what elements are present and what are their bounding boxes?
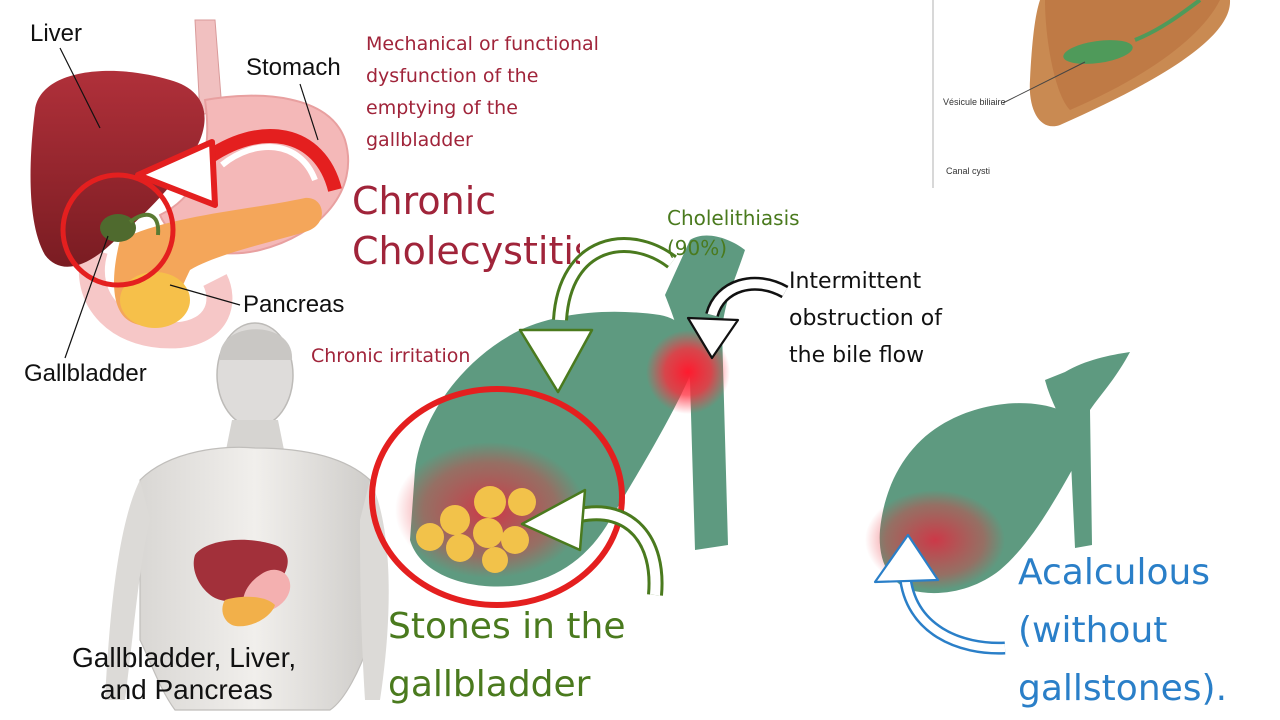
mechanical-line1: Mechanical or functional bbox=[366, 33, 599, 55]
inset-label-canal: Canal cystique bbox=[946, 166, 990, 176]
liver-shape bbox=[30, 70, 205, 267]
acalculous-gallbladder bbox=[865, 352, 1130, 594]
gallstone bbox=[416, 523, 444, 551]
stones-line2: gallbladder bbox=[388, 664, 591, 705]
cholelithiasis-line1: Cholelithiasis bbox=[667, 206, 800, 230]
gallstone bbox=[440, 505, 470, 535]
acalculous-line2: (without bbox=[1018, 610, 1168, 651]
chronic-title-line1: Chronic bbox=[352, 179, 497, 223]
blue-arrow bbox=[873, 533, 1006, 655]
chronic-irritation-label: Chronic irritation bbox=[311, 345, 471, 367]
liver-label: Liver bbox=[30, 20, 83, 47]
gallstone bbox=[482, 547, 508, 573]
chronic-cholecystitis-title: Chronic Cholecystitis bbox=[352, 176, 580, 276]
gallstone bbox=[473, 518, 503, 548]
cholelithiasis-label: Cholelithiasis (90%) bbox=[667, 203, 800, 263]
gallbladder-highlight-circle bbox=[60, 172, 176, 288]
acalculous-line3: gallstones). bbox=[1018, 668, 1228, 709]
red-curved-arrow bbox=[200, 129, 342, 192]
gallstone bbox=[474, 486, 506, 518]
stones-label: Stones in the gallbladder bbox=[388, 598, 626, 714]
gallstone bbox=[446, 534, 474, 562]
green-arrows bbox=[518, 237, 677, 596]
stones-highlight-circle bbox=[369, 386, 625, 608]
pancreas-label: Pancreas bbox=[243, 291, 345, 318]
obstruction-arrow bbox=[686, 276, 789, 360]
acalculous-label: Acalculous (without gallstones). bbox=[1018, 544, 1227, 718]
gallbladder-shape bbox=[100, 214, 136, 242]
mechanical-line2: dysfunction of the bbox=[366, 65, 539, 87]
acalculous-line1: Acalculous bbox=[1018, 552, 1211, 593]
figure-caption-line2: and Pancreas bbox=[100, 674, 273, 705]
gallbladder-label: Gallbladder bbox=[24, 360, 147, 387]
anatomy-illustration bbox=[30, 19, 350, 359]
anatomy-inset bbox=[932, 0, 1231, 188]
chronic-title-line2: Cholecystitis bbox=[352, 229, 580, 273]
obstruction-line3: the bile flow bbox=[789, 343, 925, 368]
gallstone bbox=[501, 526, 529, 554]
cholelithiasis-line2: (90%) bbox=[667, 236, 728, 260]
inset-label-vesicule: Vésicule biliaire bbox=[943, 97, 1006, 107]
mechanical-line3: emptying of the bbox=[366, 97, 518, 119]
obstruction-line1: Intermittent bbox=[789, 269, 922, 294]
gallstones bbox=[416, 486, 536, 573]
mechanical-line4: gallbladder bbox=[366, 129, 473, 151]
gallstone bbox=[508, 488, 536, 516]
obstruction-line2: obstruction of bbox=[789, 306, 942, 331]
body-figure bbox=[105, 322, 389, 711]
figure-caption-line1: Gallbladder, Liver, bbox=[72, 642, 297, 673]
obstruction-label: Intermittent obstruction of the bile flo… bbox=[789, 263, 942, 374]
stones-line1: Stones in the bbox=[388, 606, 626, 647]
mechanical-dysfunction-text: Mechanical or functional dysfunction of … bbox=[366, 28, 599, 156]
stomach-label: Stomach bbox=[246, 54, 341, 81]
gallbladder-diagram bbox=[395, 235, 745, 587]
